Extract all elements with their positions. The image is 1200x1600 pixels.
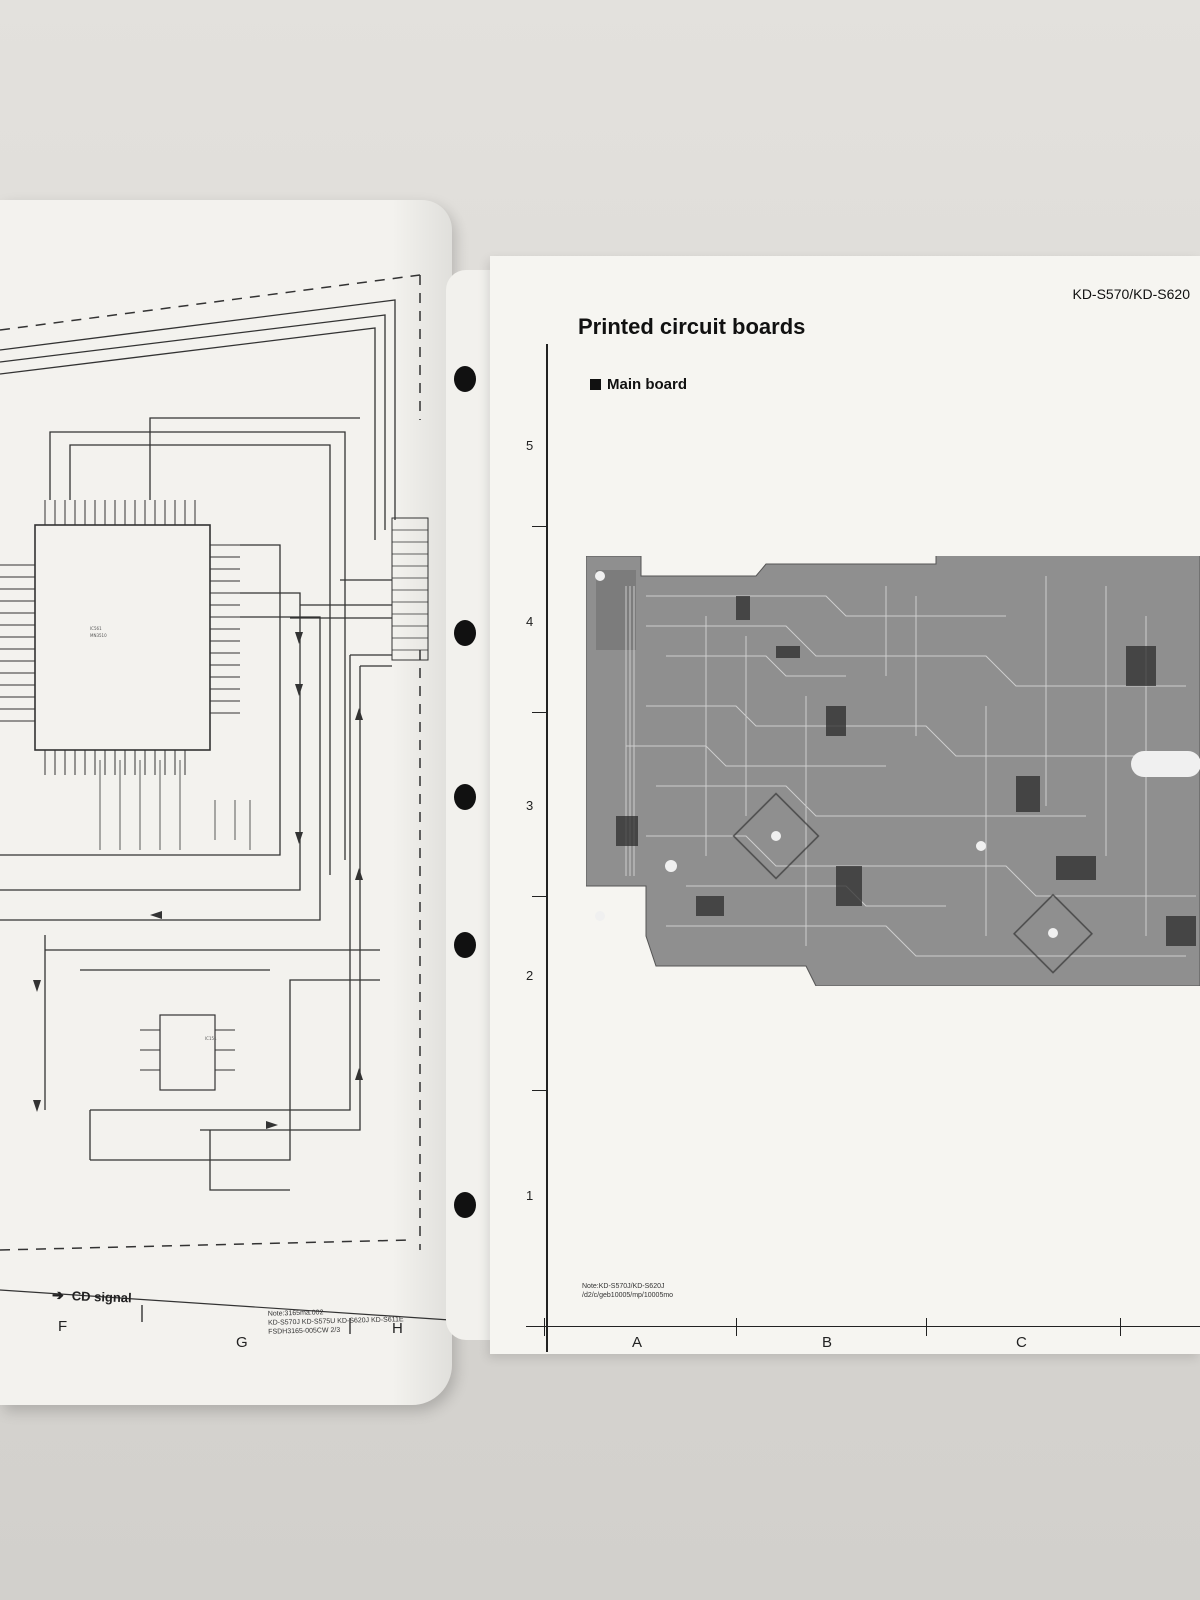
binder-hole: [454, 932, 476, 958]
binder-hole: [454, 784, 476, 810]
row-tick: [532, 526, 548, 527]
note-line: Note:KD-S570J/KD-S620J: [582, 1283, 665, 1290]
row-label-1: 1: [526, 1188, 534, 1203]
svg-text:MN3510: MN3510: [90, 633, 107, 638]
svg-text:IC151: IC151: [205, 1036, 217, 1041]
section-title: Main board: [590, 376, 687, 393]
column-label-c: C: [1016, 1334, 1027, 1351]
page-title: Printed circuit boards: [578, 314, 806, 339]
column-tick: [926, 1318, 927, 1336]
pcb-main-board: [586, 556, 1200, 986]
left-page: IC561 MN3510 IC151 ➔ CD signal Note:3165…: [0, 200, 452, 1405]
right-page-note: Note:KD-S570J/KD-S620J /d2/c/geb10005/mp…: [582, 1282, 673, 1300]
right-page: KD-S570/KD-S620 Printed circuit boards M…: [490, 256, 1200, 1354]
column-tick: [1120, 1318, 1121, 1336]
row-label-2: 2: [526, 968, 534, 983]
row-label-3: 3: [526, 798, 534, 813]
row-tick: [532, 896, 548, 897]
row-tick: [532, 712, 548, 713]
row-label-4: 4: [526, 614, 534, 629]
column-label-a: A: [632, 1334, 643, 1351]
binder-hole: [454, 366, 476, 392]
column-label-g: G: [236, 1334, 248, 1351]
page-gutter-shade: [392, 200, 452, 1405]
vertical-ruler: [546, 344, 548, 1352]
column-tick: [736, 1318, 737, 1336]
square-bullet-icon: [590, 379, 601, 390]
left-page-note: Note:3165ma.002 KD-S570J KD-S575U KD-S62…: [268, 1306, 404, 1337]
column-tick: [544, 1318, 545, 1336]
column-label-b: B: [822, 1334, 833, 1351]
binder-hole: [454, 1192, 476, 1218]
svg-text:IC561: IC561: [90, 626, 102, 631]
binder-hole: [454, 620, 476, 646]
schematic-diagram: IC561 MN3510 IC151: [0, 274, 451, 1334]
horizontal-ruler: [526, 1326, 1200, 1327]
row-label-5: 5: [526, 438, 534, 453]
column-label-h: H: [392, 1320, 403, 1337]
arrow-right-icon: ➔: [51, 1286, 65, 1304]
column-label-f: F: [58, 1318, 68, 1335]
legend-label: CD signal: [71, 1288, 132, 1306]
binder-holes-strip: [446, 270, 490, 1340]
section-label: Main board: [607, 376, 688, 393]
row-tick: [532, 1090, 548, 1091]
note-line: /d2/c/geb10005/mp/10005mo: [582, 1292, 674, 1299]
model-header: KD-S570/KD-S620: [1072, 286, 1190, 302]
legend-cd-signal: ➔ CD signal: [52, 1287, 132, 1307]
